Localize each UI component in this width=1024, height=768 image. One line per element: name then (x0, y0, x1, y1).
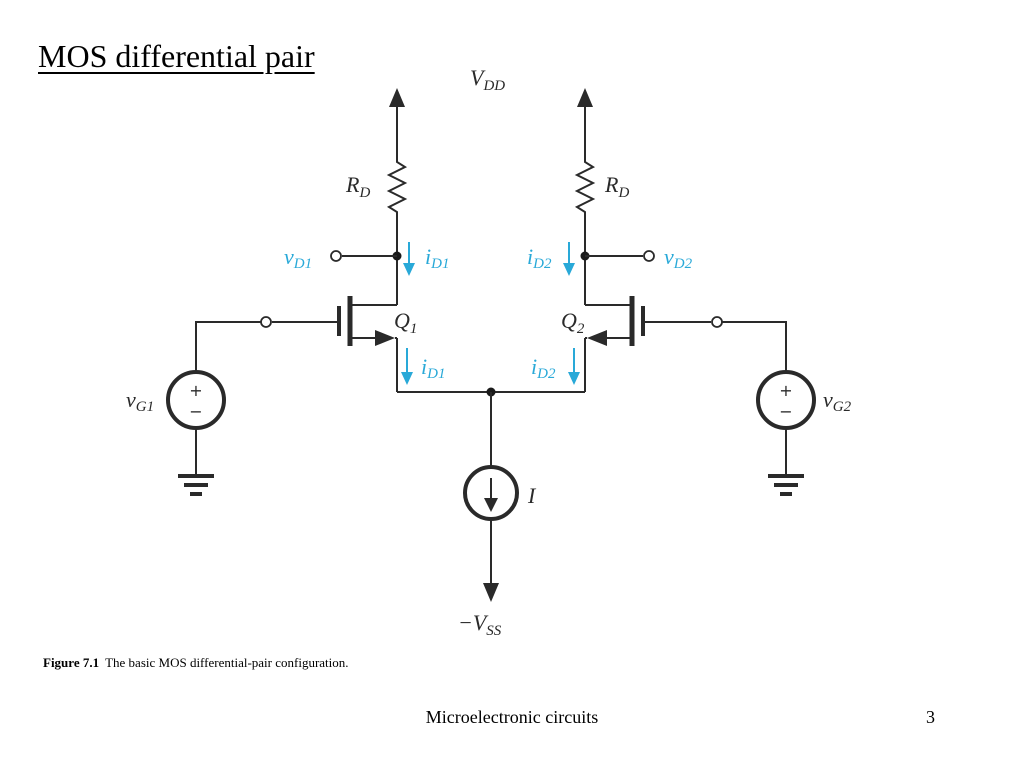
label-current-i: I (527, 483, 537, 508)
svg-text:+: + (779, 381, 792, 400)
label-q2: Q2 (561, 308, 585, 337)
current-arrow-id1-bottom (401, 348, 413, 385)
voltage-source-vg1: + − (166, 370, 226, 430)
current-source-i (463, 465, 519, 521)
label-rd-left: RD (345, 172, 370, 201)
ground-right (768, 474, 804, 496)
vdd-arrow-left (389, 88, 405, 158)
slide-title: MOS differential pair (38, 38, 315, 74)
resistor-rd-left (386, 158, 408, 215)
label-vss: −VSS (458, 610, 502, 639)
footer-title: Microelectronic circuits (425, 707, 599, 727)
label-vd2: vD2 (664, 244, 693, 272)
label-id1-top: iD1 (425, 244, 449, 272)
ground-left (178, 474, 214, 496)
label-id2-top: iD2 (527, 244, 552, 272)
svg-text:−: − (189, 402, 202, 421)
terminal-gate2 (711, 316, 723, 328)
caption-label: Figure 7.1 (43, 655, 100, 670)
page-number: 3 (926, 707, 935, 727)
wire-vg1-source (195, 321, 261, 372)
label-vd1: vD1 (284, 244, 312, 272)
label-id2-bottom: iD2 (531, 354, 556, 382)
terminal-gate1 (260, 316, 272, 328)
transistor-q2 (585, 296, 645, 346)
label-q1: Q1 (394, 308, 417, 337)
current-arrow-id1-top (403, 242, 415, 276)
label-rd-right: RD (604, 172, 629, 201)
terminal-vd2 (643, 250, 655, 262)
vdd-arrow-right (577, 88, 593, 158)
wire-vg2-source (722, 321, 787, 372)
vss-arrow (483, 583, 499, 602)
caption-text: The basic MOS differential-pair configur… (105, 655, 349, 670)
terminal-vd1 (330, 250, 342, 262)
figure-caption: Figure 7.1 The basic MOS differential-pai… (43, 655, 349, 671)
current-arrow-id2-top (563, 242, 575, 276)
current-arrow-id2-bottom (568, 348, 580, 385)
label-id1-bottom: iD1 (421, 354, 445, 382)
voltage-source-vg2: + − (756, 370, 816, 430)
label-vg2: vG2 (823, 387, 852, 415)
resistor-rd-right (574, 158, 596, 215)
transistor-q1 (337, 296, 397, 346)
label-vg1: vG1 (126, 387, 154, 415)
svg-text:+: + (189, 381, 202, 400)
label-vdd: VDD (470, 65, 505, 94)
svg-text:−: − (779, 402, 792, 421)
